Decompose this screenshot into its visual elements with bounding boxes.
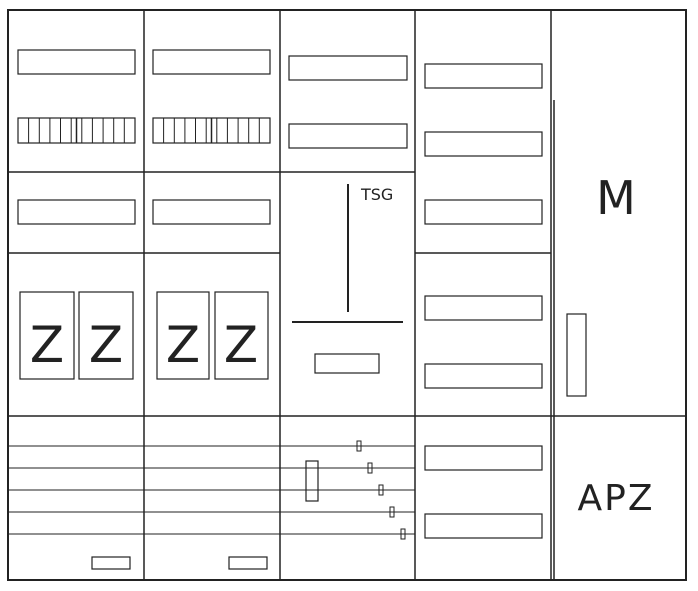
terminal-block-dividers [163, 118, 260, 143]
handle-slot [566, 313, 587, 397]
din-rail-module [288, 123, 408, 149]
outer-frame [7, 9, 687, 581]
busbar-lines [280, 445, 415, 535]
din-rail-module [424, 295, 543, 321]
meter-box [156, 291, 210, 380]
busbar-tap [378, 484, 384, 496]
small-fuse [91, 556, 131, 570]
busbar-tap [367, 462, 373, 474]
small-module [314, 353, 380, 374]
din-rail-module [424, 131, 543, 157]
din-rail-module [17, 49, 136, 75]
terminal-block-dividers [28, 118, 125, 143]
din-rail-module [424, 363, 543, 389]
meter-symbol: Z [89, 316, 123, 374]
small-fuse [228, 556, 268, 570]
busbar-tap [389, 506, 395, 518]
din-rail-module [152, 49, 271, 75]
apz-label: APZ [578, 478, 655, 519]
meter-symbol: Z [166, 316, 200, 374]
meter-box [214, 291, 269, 380]
din-rail-module [424, 199, 543, 225]
din-rail-module [424, 445, 543, 471]
tsg-label: TSG [360, 185, 393, 204]
meter-symbol: Z [30, 316, 64, 374]
bus-connector [305, 460, 319, 502]
din-rail-module [152, 199, 271, 225]
din-rail-module [424, 513, 543, 539]
meter-field-label: M [596, 171, 636, 225]
busbar-tap [400, 528, 406, 540]
busbar-lines [8, 445, 144, 535]
meter-box [78, 291, 134, 380]
busbar-lines [144, 445, 280, 535]
meter-symbol: Z [224, 316, 258, 374]
din-rail-module [424, 63, 543, 89]
din-rail-module [288, 55, 408, 81]
din-rail-module [17, 199, 136, 225]
busbar-tap [356, 440, 362, 452]
meter-box [19, 291, 75, 380]
